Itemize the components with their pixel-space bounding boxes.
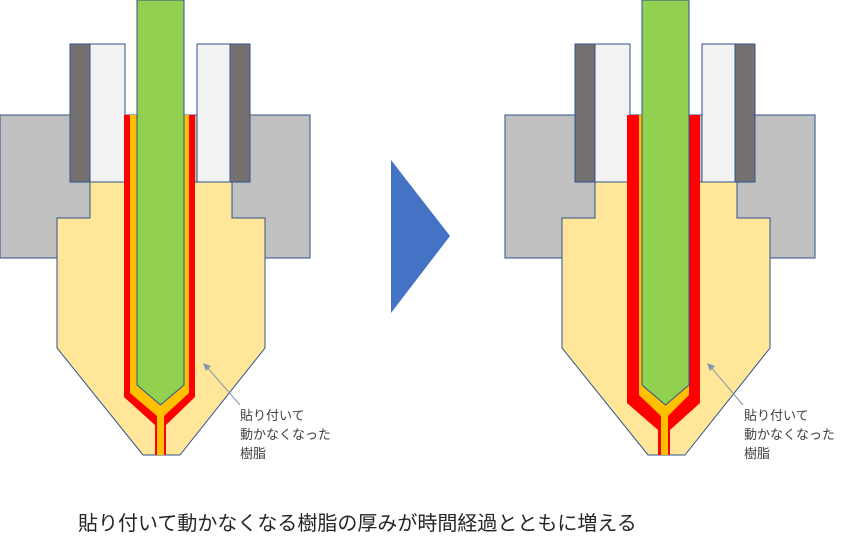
left-filament-rod <box>136 0 185 406</box>
right-annotation-line-2: 動かなくなった <box>744 428 835 443</box>
right-annotation-line-1: 貼り付いて <box>744 409 809 424</box>
left-annotation-line-2: 動かなくなった <box>240 428 331 443</box>
right-insulator-right-light <box>701 43 736 183</box>
right-filament-rod <box>641 0 690 406</box>
right-insulator-right-dark <box>734 43 756 183</box>
left-annotation-line-3: 樹脂 <box>240 447 266 462</box>
left-insulator-left-light <box>89 43 126 183</box>
transition-arrow <box>391 160 450 313</box>
diagram-caption: 貼り付いて動かなくなる樹脂の厚みが時間経過とともに増える <box>78 511 637 535</box>
left-insulator-right-light <box>196 43 231 183</box>
left-pointer-arrowhead <box>203 363 211 371</box>
right-pointer-arrowhead <box>707 363 715 371</box>
right-insulator-left-dark <box>574 43 596 183</box>
left-insulator-right-dark <box>229 43 251 183</box>
right-nozzle: 貼り付いて 動かなくなった 樹脂 <box>504 0 835 462</box>
left-insulator-left-dark <box>69 43 91 183</box>
right-pointer-line <box>709 365 744 406</box>
right-annotation-line-3: 樹脂 <box>744 447 770 462</box>
left-annotation-line-1: 貼り付いて <box>240 409 305 424</box>
left-nozzle: 貼り付いて 動かなくなった 樹脂 <box>0 0 331 462</box>
left-pointer-line <box>205 365 241 406</box>
right-insulator-left-light <box>594 43 631 183</box>
